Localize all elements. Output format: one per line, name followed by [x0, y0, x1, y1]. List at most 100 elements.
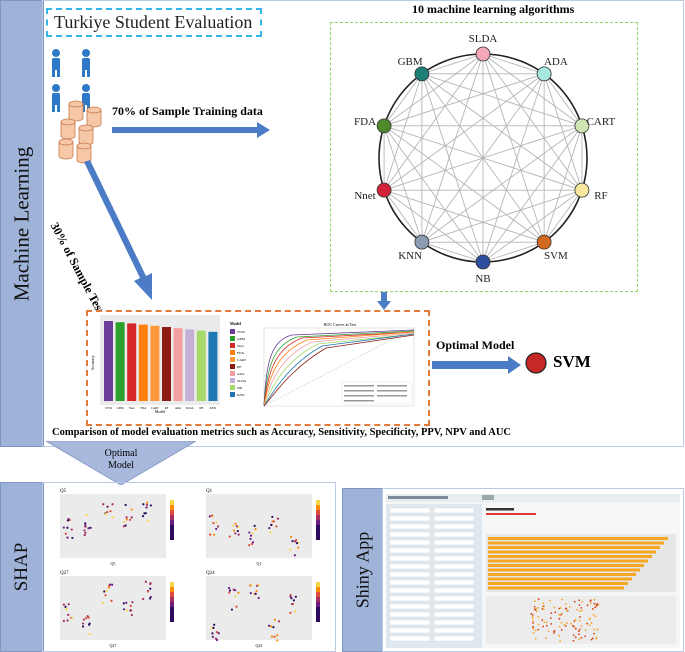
shiny-point	[537, 598, 540, 601]
shap-point	[273, 635, 276, 638]
algorithm-node-nnet	[376, 182, 392, 198]
shap-point	[64, 532, 67, 535]
shap-point	[208, 515, 211, 518]
shap-colorbar	[170, 525, 174, 530]
shap-colorbar	[316, 582, 320, 587]
network-edge	[421, 73, 583, 127]
shap-point	[295, 541, 299, 545]
shiny-point	[578, 633, 580, 636]
shiny-bar	[488, 564, 644, 567]
shiny-section-label: Shiny App	[352, 531, 373, 609]
shiny-point	[537, 628, 540, 631]
shap-point	[84, 617, 88, 620]
shiny-point	[532, 626, 535, 628]
algorithms-title: 10 machine learning algorithms	[412, 2, 575, 16]
shap-colorbar	[316, 602, 320, 607]
shap-point	[292, 599, 295, 602]
shiny-point	[589, 602, 592, 605]
shap-point	[212, 626, 215, 629]
network-edge	[482, 53, 545, 75]
network-edge	[383, 125, 484, 263]
bar-tick-label: KNN	[210, 406, 217, 410]
shiny-point	[586, 604, 589, 607]
shap-colorbar	[316, 592, 320, 597]
shiny-point	[542, 625, 545, 628]
shiny-point	[532, 622, 534, 624]
algorithm-network-box	[330, 22, 638, 292]
shiny-point	[541, 605, 544, 608]
shiny-point	[578, 628, 581, 631]
accuracy-bar	[127, 323, 137, 401]
shiny-point	[590, 638, 593, 641]
shap-point	[88, 622, 91, 625]
shiny-point	[561, 612, 563, 615]
shap-point	[146, 501, 149, 504]
shap-panel-bg	[206, 576, 312, 640]
shap-point	[101, 601, 105, 604]
shap-point	[213, 623, 216, 626]
shap-point	[102, 503, 105, 506]
shiny-point	[579, 616, 581, 618]
shiny-point	[578, 619, 581, 622]
shap-point	[276, 634, 279, 637]
shap-point	[211, 635, 214, 639]
shiny-point	[553, 632, 555, 634]
network-edge	[421, 241, 484, 263]
algorithm-label-knn: KNN	[398, 250, 422, 262]
shap-point	[62, 619, 65, 623]
shap-point	[231, 524, 234, 527]
shap-point	[130, 613, 134, 617]
legend-swatch	[230, 392, 235, 397]
shiny-point	[581, 609, 584, 612]
database-icon	[58, 100, 102, 164]
shap-point	[228, 589, 232, 592]
shap-point	[234, 522, 237, 525]
shap-point	[257, 596, 260, 600]
shap-point	[250, 584, 253, 587]
shiny-point	[573, 625, 575, 628]
shap-point	[131, 601, 134, 604]
accuracy-bar	[150, 325, 160, 401]
shap-point	[254, 592, 257, 595]
network-edge	[383, 189, 484, 263]
network-edge	[421, 73, 583, 191]
shiny-point	[533, 605, 536, 608]
algorithm-node-ada	[536, 66, 552, 82]
shiny-point	[550, 612, 553, 615]
shiny-point	[559, 607, 562, 609]
shiny-bar	[488, 559, 648, 563]
shap-point	[277, 620, 281, 623]
shap-point	[270, 635, 274, 638]
shap-point	[87, 616, 90, 619]
shap-point	[149, 587, 152, 590]
shap-point	[249, 534, 253, 537]
shap-point	[104, 594, 107, 597]
shap-point	[289, 595, 292, 598]
roc-title: ROC Curves in Test	[324, 322, 357, 327]
legend-swatch	[230, 343, 235, 348]
shiny-point	[570, 622, 572, 625]
shiny-bar	[488, 568, 640, 572]
shiny-point	[565, 602, 567, 605]
shap-point	[105, 589, 108, 593]
shap-colorbar	[170, 500, 174, 505]
shap-point	[216, 525, 220, 528]
shap-point	[109, 510, 112, 513]
shiny-point	[592, 613, 595, 616]
shiny-point	[549, 617, 552, 620]
algorithm-label-nb: NB	[475, 273, 490, 285]
shap-point	[255, 590, 258, 593]
shap-point	[235, 605, 238, 608]
shap-point	[125, 516, 128, 519]
shap-point	[270, 523, 273, 527]
legend-entry: KNN	[237, 393, 245, 397]
shap-colorbar	[170, 515, 174, 520]
shiny-point	[572, 634, 575, 637]
legend-swatch	[230, 378, 235, 383]
shap-point	[149, 504, 153, 507]
shap-point	[111, 516, 114, 519]
accuracy-bar	[104, 321, 113, 401]
shap-point	[251, 532, 254, 535]
